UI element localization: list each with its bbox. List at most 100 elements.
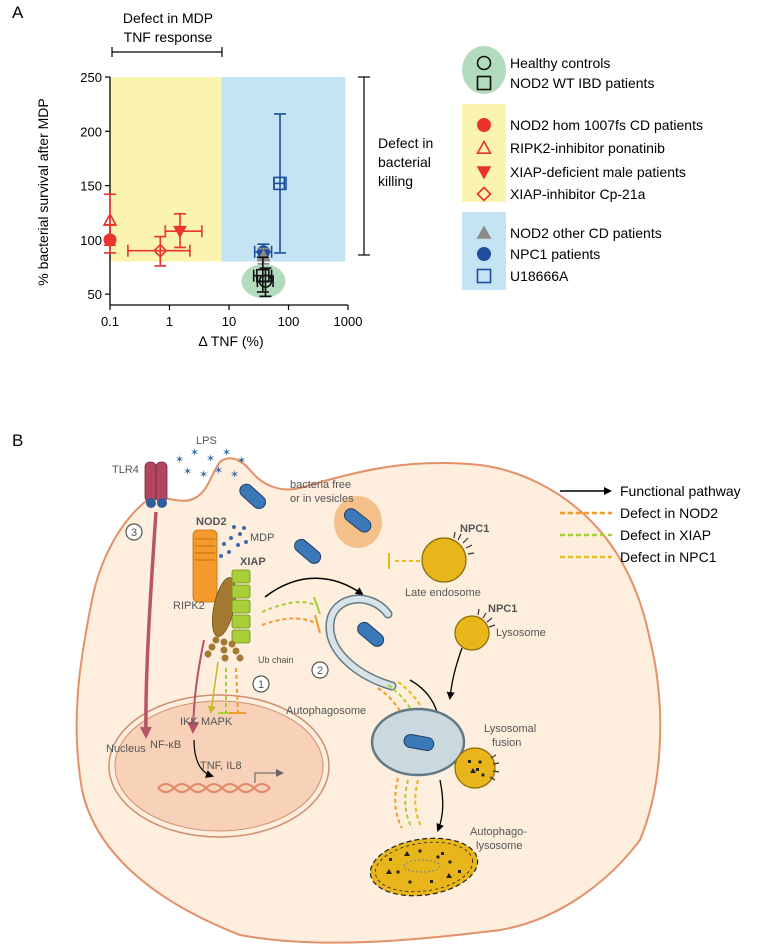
late-endosome-label: Late endosome: [405, 587, 481, 599]
legend-a-label: RIPK2-inhibitor ponatinib: [510, 140, 665, 156]
legend-a-label: XIAP-deficient male patients: [510, 164, 686, 180]
legend-a-item: NPC1 patients: [477, 246, 600, 262]
marker-triangle-open: [476, 139, 492, 154]
ikk-label: IKK: [180, 716, 198, 728]
defect-arc-npc1: [397, 681, 429, 725]
npc1-top-label: NPC1: [460, 523, 489, 535]
inhibit-green-2: [261, 601, 319, 613]
legend-b-item: Functional pathway: [560, 483, 741, 499]
data-point: [164, 213, 203, 249]
legend-a-item: Healthy controls: [476, 55, 610, 71]
x-axis-label: Δ TNF (%): [198, 333, 263, 349]
top-bracket-line1: Defect in MDP: [123, 10, 213, 26]
y-tick-label: 150: [80, 179, 102, 194]
lysosome-to-fusion-arrow: [446, 647, 463, 700]
bacterium-entering: [239, 483, 266, 510]
marker-square-open: [476, 75, 492, 91]
legend-a-item: RIPK2-inhibitor ponatinib: [476, 139, 665, 156]
step-2-marker: [311, 661, 329, 679]
mdp-molecules: [219, 525, 248, 558]
right-bracket-line2: bacterial: [378, 154, 431, 170]
nod2-label: NOD2: [196, 516, 227, 528]
autophagolysosome-line1: Autophago-: [470, 826, 527, 838]
marker-circle-filled: [477, 247, 491, 261]
svg-text:✶: ✶: [206, 453, 215, 465]
chart-points: [102, 113, 287, 298]
lysosome-label: Lysosome: [496, 627, 546, 639]
lps-label: LPS: [196, 435, 217, 447]
legend-b-item: Defect in NPC1: [560, 549, 717, 565]
legend-a-item: XIAP-deficient male patients: [476, 164, 686, 180]
bacterium-in-vesicle: [334, 496, 382, 548]
nod2-receptor: [192, 529, 218, 603]
autophagolysosome-line2: lysosome: [476, 840, 522, 852]
marker-triangle-down-filled: [476, 166, 492, 180]
xiap-protein: [231, 569, 251, 644]
step-1-marker: [252, 675, 270, 693]
svg-text:✶: ✶: [214, 465, 223, 477]
x-tick-label: 10: [222, 314, 236, 329]
step-3-marker: [125, 523, 143, 541]
svg-text:✶: ✶: [199, 469, 208, 481]
nfkb-label: NF-κB: [150, 739, 181, 751]
legend-b-label: Functional pathway: [620, 483, 741, 499]
bacteria-text-2: or in vesicles: [290, 493, 354, 505]
lysosome: [454, 608, 496, 651]
inhibit-green-2-bar: [313, 596, 321, 615]
ripk2-label: RIPK2: [173, 600, 205, 612]
npc1-lyso-label: NPC1: [488, 603, 517, 615]
fusion-to-autophagolysosome-arrow: [436, 779, 444, 832]
tlr4-pathway-arrow: [139, 511, 158, 739]
x-tick-label: 0.1: [101, 314, 119, 329]
tnf-il8-label: TNF, IL8: [200, 760, 242, 772]
lysosomal-fusion-line2: fusion: [492, 737, 521, 749]
defect-arc-2-nod2: [394, 777, 403, 829]
inhibit-orange-1: [235, 667, 239, 713]
tlr4-label: TLR4: [112, 464, 139, 476]
bacteria-text-1: bacteria free: [290, 479, 351, 491]
svg-text:✶: ✶: [183, 466, 192, 478]
marker-square-open: [476, 268, 492, 284]
y-tick-label: 200: [80, 124, 102, 139]
legend-b-label: Defect in NPC1: [620, 549, 717, 565]
x-tick-label: 100: [278, 314, 300, 329]
marker-circle-open: [258, 274, 273, 288]
autophagolysosome: [369, 837, 479, 897]
ub-chain: [204, 636, 244, 662]
legend-b-item: Defect in NOD2: [560, 505, 718, 521]
legend-a-label: Healthy controls: [510, 55, 610, 71]
legend-b-item: Defect in XIAP: [560, 527, 711, 543]
data-point: [256, 267, 274, 298]
panel-b-label: B: [12, 431, 23, 450]
autophagosome-label: Autophagosome: [286, 705, 366, 717]
svg-text:✶: ✶: [222, 447, 231, 459]
y-tick-label: 50: [88, 287, 102, 302]
step-2-label: 2: [317, 665, 323, 677]
svg-text:✶: ✶: [175, 454, 184, 466]
defect-arc-nod2: [377, 687, 409, 731]
dna-strand: [157, 783, 271, 793]
tlr4-receptor: [144, 461, 168, 508]
nod2-to-ikk-arrow: [187, 639, 205, 734]
lysosomal-fusion: [370, 707, 500, 789]
ub-chain-label: Ub chain: [258, 655, 294, 665]
mapk-arrow: [207, 661, 219, 714]
svg-text:✶: ✶: [230, 469, 239, 481]
inhibit-orange-2-bar: [314, 614, 321, 634]
marker-triangle-down-filled: [173, 225, 187, 239]
chart-regions: [110, 77, 346, 299]
marker-diamond-open: [476, 186, 492, 202]
legend-a-item: NOD2 other CD patients: [476, 225, 662, 241]
nucleus: [108, 694, 330, 838]
bacterium-free: [294, 538, 322, 564]
data-point: [273, 113, 287, 254]
mdp-label: MDP: [250, 532, 274, 544]
legend-b-label: Defect in NOD2: [620, 505, 718, 521]
marker-circle-open: [476, 55, 492, 71]
legend-a-label: U18666A: [510, 268, 569, 284]
step-1-label: 1: [258, 679, 264, 691]
data-point: [127, 235, 191, 267]
defect-arc-2-npc1: [414, 779, 423, 829]
